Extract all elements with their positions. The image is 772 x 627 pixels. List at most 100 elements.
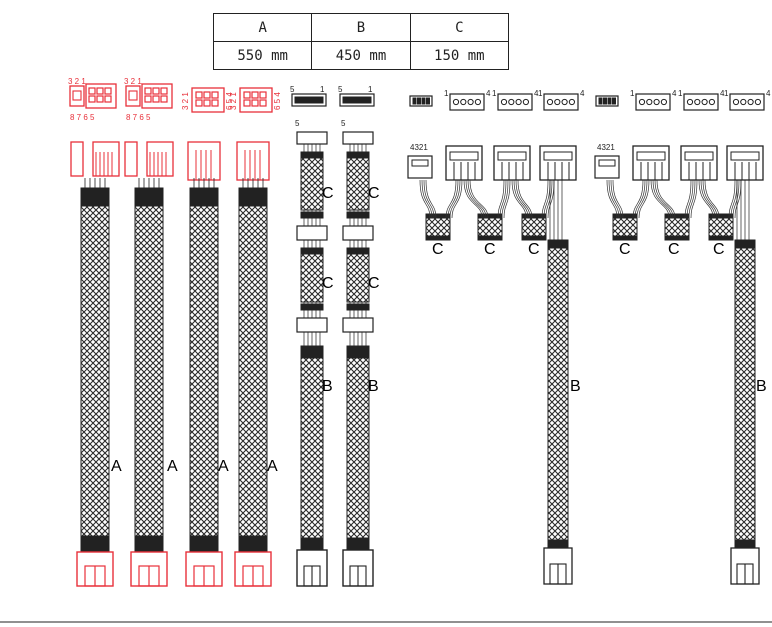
sata-plug [342,225,374,241]
pin-label: 5 [290,85,295,94]
heatshrink-bottom [189,535,219,553]
eps-cable-2 [124,141,174,587]
heatshrink [300,345,324,359]
molex-cable-1: 4321 [407,143,577,585]
molex-cable-2: 4321 [594,143,764,585]
pin-label: 4 [720,89,725,98]
sleeve-c [664,217,690,237]
sata-cable-2: 5 [341,119,374,587]
legend-value-c: 150 mm [409,41,510,70]
legend-value-row: 550 mm 450 mm 150 mm [212,41,510,70]
molex-plug [539,145,577,181]
segment-label-c: C [528,241,540,258]
heatshrink-bottom [134,535,164,553]
sleeve-b [547,247,569,541]
pin-label: 6 5 4 [225,92,234,110]
sleeve-b [734,247,756,541]
pin-label: 1 [444,89,449,98]
heatshrink [547,539,569,549]
sleeve-c [300,253,324,303]
pin-label: 1 [492,89,497,98]
eps-icon-1: 8 7 6 5 [69,83,117,122]
connector-top [236,141,270,181]
sleeve-c [300,157,324,211]
heatshrink-top [80,187,110,207]
molex-plug [680,145,718,181]
connector-top [92,141,120,177]
pin-label: 6 5 4 [273,92,282,110]
pin-label: 8 7 6 5 [70,113,95,122]
sleeve-c [708,217,734,237]
pin-label: 4321 [410,143,428,152]
sleeve-c [425,217,451,237]
pin-label: 3 2 1 [181,92,190,110]
segment-label-b: B [368,378,379,395]
segment-label-b: B [570,378,581,395]
pin-label: 3 2 1 [124,77,142,86]
segment-label-c: C [713,241,725,258]
segment-label-c: C [432,241,444,258]
sleeve-c [346,253,370,303]
sleeve-c [477,217,503,237]
heatshrink [547,239,569,249]
segment-label-b: B [322,378,333,395]
pin-label: 1 [320,85,325,94]
segment-label-a: A [218,458,229,475]
segment-label-c: C [368,275,380,292]
heatshrink [346,345,370,359]
segment-label-c: C [619,241,631,258]
legend-value-a: 550 mm [212,41,313,70]
pin-label: 8 7 6 5 [126,113,151,122]
heatshrink-top [134,187,164,207]
pin-label: 5 [338,85,343,94]
pin-label: 3 2 1 [68,77,86,86]
sleeve-a [134,205,164,537]
connector-top [124,141,138,177]
fdd-plug [407,155,433,179]
pin-label: 4 [672,89,677,98]
pcie-icon-1: 3 2 1 6 5 4 [181,87,234,113]
pin-label: 5 [341,119,346,128]
sata-plug [296,225,328,241]
fdd-icon-1 [409,95,433,107]
segment-label-a: A [167,458,178,475]
sata-plug [296,131,328,145]
segment-label-a: A [267,458,278,475]
pin-label: 1 [538,89,543,98]
pcie-icon-2: 3 2 1 6 5 4 [229,87,282,113]
sleeve-b [300,357,324,539]
sleeve-a [189,205,219,537]
fdd-icon-2 [595,95,619,107]
pin-label: 3 2 1 [229,92,238,110]
eps-cable-1 [70,141,120,587]
molex-plug [726,145,764,181]
sleeve-a [80,205,110,537]
pin-label: 4 [486,89,491,98]
molex-plug [445,145,483,181]
sleeve-c [521,217,547,237]
pin-label: 1 [678,89,683,98]
heatshrink [734,239,756,249]
eps-icon-2: 8 7 6 5 [125,83,173,122]
sata-cable-1: 5 [295,119,328,587]
pin-label: 1 [630,89,635,98]
pin-label: 5 [295,119,300,128]
segment-label-c: C [668,241,680,258]
pin-label: 4321 [597,143,615,152]
heatshrink-top [238,187,268,207]
pcie-cable-2 [234,141,272,587]
heatshrink [300,537,324,551]
sata-plug [296,317,328,333]
heatshrink-bottom [80,535,110,553]
segment-label-b: B [756,378,767,395]
pin-label: 4 [534,89,539,98]
heatshrink-bottom [238,535,268,553]
